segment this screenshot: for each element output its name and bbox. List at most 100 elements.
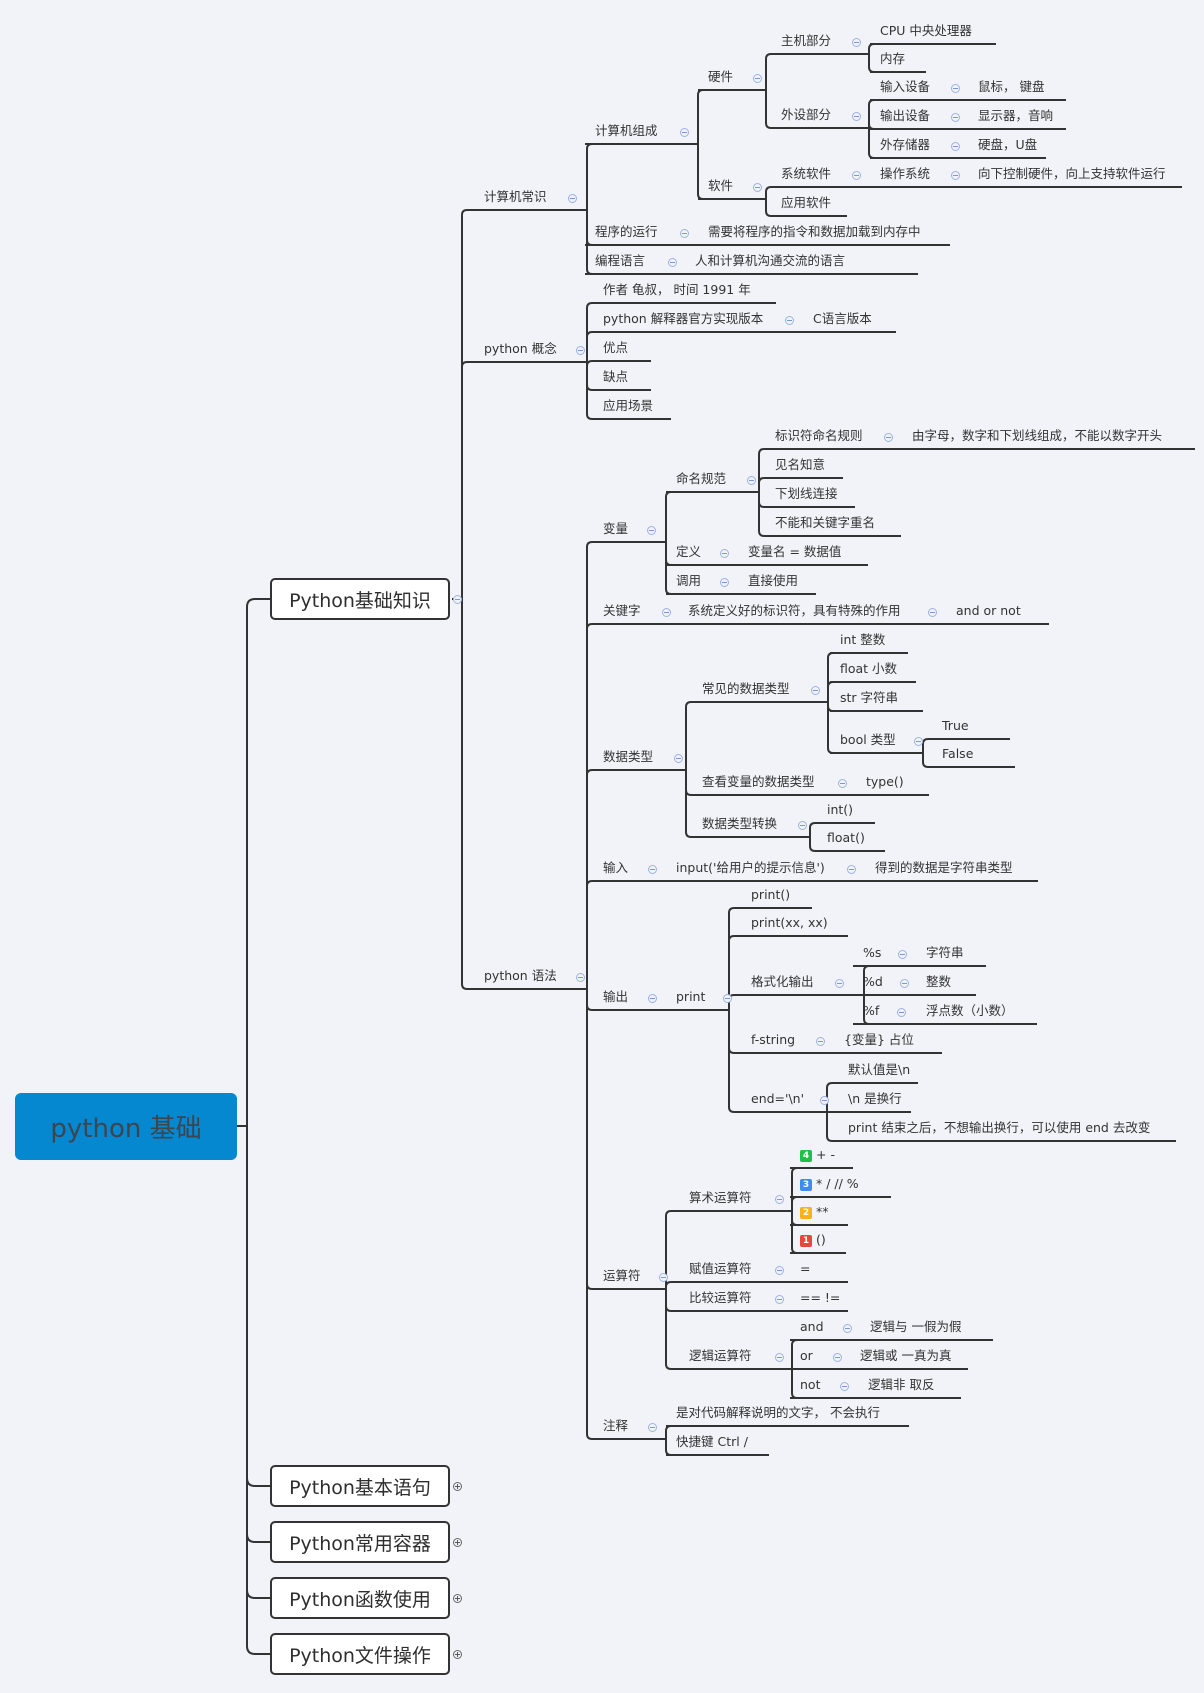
collapse-icon[interactable] [951,84,960,93]
topic-guanjianzi-cm[interactable]: 不能和关键字重名 [775,515,875,531]
topic-guanjianzi-v[interactable]: 系统定义好的标识符，具有特殊的作用 [688,603,901,619]
topic-print2[interactable]: print(xx, xx) [751,915,828,931]
topic-biaoshifu[interactable]: 标识符命名规则 [775,428,863,444]
topic-not-v[interactable]: 逻辑非 取反 [868,1377,934,1393]
topic-shuchu2[interactable]: 输出 [603,989,628,1005]
collapse-icon[interactable] [680,229,689,238]
collapse-icon[interactable] [568,194,577,203]
topic-waicun[interactable]: 外存储器 [880,137,930,153]
topic-neicun[interactable]: 内存 [880,51,905,67]
topic-not[interactable]: not [800,1377,820,1393]
expand-icon[interactable] [453,1650,462,1659]
topic-chakan[interactable]: 查看变量的数据类型 [702,774,815,790]
expand-icon[interactable] [453,1594,462,1603]
branch-python-basics[interactable]: Python基础知识 [270,578,450,620]
topic-luoji[interactable]: 逻辑运算符 [689,1348,752,1364]
expand-icon[interactable] [453,1538,462,1547]
topic-xitong[interactable]: 系统软件 [781,166,831,182]
collapse-icon[interactable] [833,1353,842,1362]
root-topic[interactable]: python 基础 [15,1093,237,1160]
topic-quedian[interactable]: 缺点 [603,369,628,385]
topic-ruanjian[interactable]: 软件 [708,178,733,194]
topic-biancheng-v[interactable]: 人和计算机沟通交流的语言 [695,253,845,269]
collapse-icon[interactable] [659,1273,668,1282]
collapse-icon[interactable] [951,113,960,122]
topic-shujuleixing[interactable]: 数据类型 [603,749,653,765]
topic-guanjianzi[interactable]: 关键字 [603,603,641,619]
collapse-icon[interactable] [798,821,807,830]
topic-bijiao[interactable]: 比较运算符 [689,1290,752,1306]
collapse-icon[interactable] [820,1096,829,1105]
topic-zhuanhuan[interactable]: 数据类型转换 [702,816,777,832]
collapse-icon[interactable] [951,142,960,151]
branch-python-functions[interactable]: Python函数使用 [270,1577,450,1619]
topic-and-v[interactable]: 逻辑与 一假为假 [870,1319,961,1335]
collapse-icon[interactable] [811,686,820,695]
topic-fstring[interactable]: f-string [751,1032,795,1048]
collapse-icon[interactable] [576,973,585,982]
topic-shuru[interactable]: 输入设备 [880,79,930,95]
topic-int-f[interactable]: int() [827,802,853,818]
collapse-icon[interactable] [720,578,729,587]
collapse-icon[interactable] [897,1008,906,1017]
topic-end3[interactable]: print 结束之后，不想输出换行，可以使用 end 去改变 [848,1120,1150,1136]
topic-waishe[interactable]: 外设部分 [781,107,831,123]
collapse-icon[interactable] [576,346,585,355]
topic-op3[interactable]: 3* / // % [800,1176,859,1192]
topic-jianming[interactable]: 见名知意 [775,457,825,473]
collapse-icon[interactable] [647,526,656,535]
collapse-icon[interactable] [668,258,677,267]
topic-yingyong[interactable]: 应用软件 [781,195,831,211]
topic-end2[interactable]: \n 是换行 [848,1091,902,1107]
topic-or-v[interactable]: 逻辑或 一真为真 [860,1348,951,1364]
topic-pd-v[interactable]: 整数 [926,974,951,990]
topic-input[interactable]: input('给用户的提示信息') [676,860,825,876]
topic-end[interactable]: end='\n' [751,1091,804,1107]
topic-shuru-v[interactable]: 鼠标， 键盘 [978,79,1044,95]
topic-false[interactable]: False [942,746,973,762]
topic-float[interactable]: float 小数 [840,661,897,677]
collapse-icon[interactable] [753,183,762,192]
topic-biancheng[interactable]: 编程语言 [595,253,645,269]
collapse-icon[interactable] [720,549,729,558]
expand-icon[interactable] [453,1482,462,1491]
topic-op1[interactable]: 1() [800,1232,826,1248]
topic-waicun-v[interactable]: 硬盘，U盘 [978,137,1037,153]
topic-guanjianzi-v2[interactable]: and or not [956,603,1021,619]
topic-or[interactable]: or [800,1348,813,1364]
topic-shuru2[interactable]: 输入 [603,860,628,876]
topic-zhushi1[interactable]: 是对代码解释说明的文字， 不会执行 [676,1405,880,1421]
topic-diaoyong[interactable]: 调用 [676,573,701,589]
collapse-icon[interactable] [816,1037,825,1046]
topic-chakan-v[interactable]: type() [866,774,904,790]
topic-print0[interactable]: print() [751,887,790,903]
branch-python-containers[interactable]: Python常用容器 [270,1521,450,1563]
collapse-icon[interactable] [723,994,732,1003]
topic-dingyi[interactable]: 定义 [676,544,701,560]
topic-cpu[interactable]: CPU 中央处理器 [880,23,972,39]
branch-python-statements[interactable]: Python基本语句 [270,1465,450,1507]
topic-zhuji[interactable]: 主机部分 [781,33,831,49]
collapse-icon[interactable] [914,737,923,746]
topic-zuozhe[interactable]: 作者 龟叔， 时间 1991 年 [603,282,751,298]
topic-py-yufa[interactable]: python 语法 [484,968,557,984]
collapse-icon[interactable] [785,316,794,325]
topic-ps[interactable]: %s [863,945,881,961]
collapse-icon[interactable] [648,994,657,1003]
collapse-icon[interactable] [775,1295,784,1304]
collapse-icon[interactable] [838,779,847,788]
topic-fuzhi[interactable]: 赋值运算符 [689,1261,752,1277]
collapse-icon[interactable] [884,433,893,442]
collapse-icon[interactable] [747,476,756,485]
topic-suanshu[interactable]: 算术运算符 [689,1190,752,1206]
topic-end1[interactable]: 默认值是\n [848,1062,910,1078]
topic-chengxu[interactable]: 程序的运行 [595,224,658,240]
topic-shuchu[interactable]: 输出设备 [880,108,930,124]
topic-xiahuaxian[interactable]: 下划线连接 [775,486,838,502]
collapse-icon[interactable] [753,74,762,83]
topic-ps-v[interactable]: 字符串 [926,945,964,961]
topic-caozuo[interactable]: 操作系统 [880,166,930,182]
topic-zhushi2[interactable]: 快捷键 Ctrl / [676,1434,748,1450]
topic-op4[interactable]: 4+ - [800,1147,835,1163]
collapse-icon[interactable] [900,979,909,988]
